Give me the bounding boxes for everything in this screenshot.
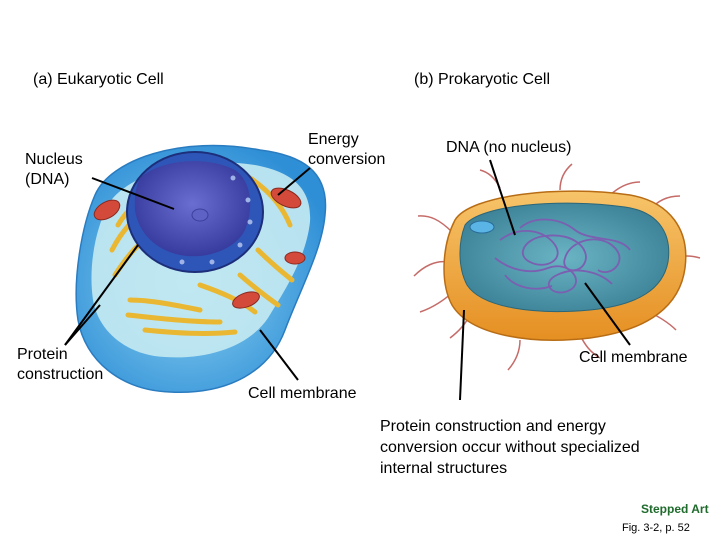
prokaryote-note: Protein construction and energy conversi…: [380, 416, 640, 479]
leader-lines: [64, 159, 631, 401]
nucleus-label-line2: (DNA): [25, 171, 70, 188]
nucleus-label: Nucleus (DNA): [25, 150, 83, 190]
dna-no-nucleus-label: DNA (no nucleus): [446, 139, 572, 156]
nucleus-label-line1: Nucleus: [25, 151, 83, 168]
leader-note: [459, 309, 465, 401]
leader-energy: [277, 167, 311, 196]
energy-conversion-label: Energy conversion: [308, 130, 385, 170]
figure-reference: Fig. 3-2, p. 52: [622, 522, 690, 534]
energy-label-line2: conversion: [308, 151, 386, 168]
leader-protein-1: [64, 244, 139, 346]
nucleus-interior: [134, 161, 251, 257]
ribosome-cluster: [469, 220, 495, 234]
leader-dna: [489, 159, 516, 236]
eukaryotic-cell-drawing: [75, 144, 327, 393]
protein-label-line2: construction: [17, 366, 104, 383]
panel-b-title: (b) Prokaryotic Cell: [414, 71, 551, 88]
stepped-art-label: Stepped Art: [641, 502, 709, 516]
cell-membrane-label-a: Cell membrane: [248, 385, 357, 402]
mitochondria: [93, 187, 306, 309]
leader-nucleus: [91, 177, 175, 210]
leader-protein-2: [64, 304, 101, 346]
note-line-1: Protein construction and energy: [380, 418, 606, 435]
nuclear-pores: [179, 175, 253, 265]
panel-a-title: (a) Eukaryotic Cell: [33, 71, 164, 88]
energy-label-line1: Energy: [308, 131, 359, 148]
protein-construction-label: Protein construction: [17, 345, 103, 385]
note-line-3: internal structures: [380, 460, 508, 477]
note-line-2: conversion occur without specialized: [380, 439, 640, 456]
leader-cell-membrane-a: [259, 329, 299, 381]
nucleoid-dna: [494, 218, 631, 294]
prokaryotic-cell-drawing: [413, 163, 701, 371]
protein-label-line1: Protein: [17, 346, 68, 363]
leader-cell-membrane-b: [584, 282, 631, 346]
nucleolus: [191, 208, 209, 222]
cell-membrane-label-b: Cell membrane: [579, 349, 688, 366]
